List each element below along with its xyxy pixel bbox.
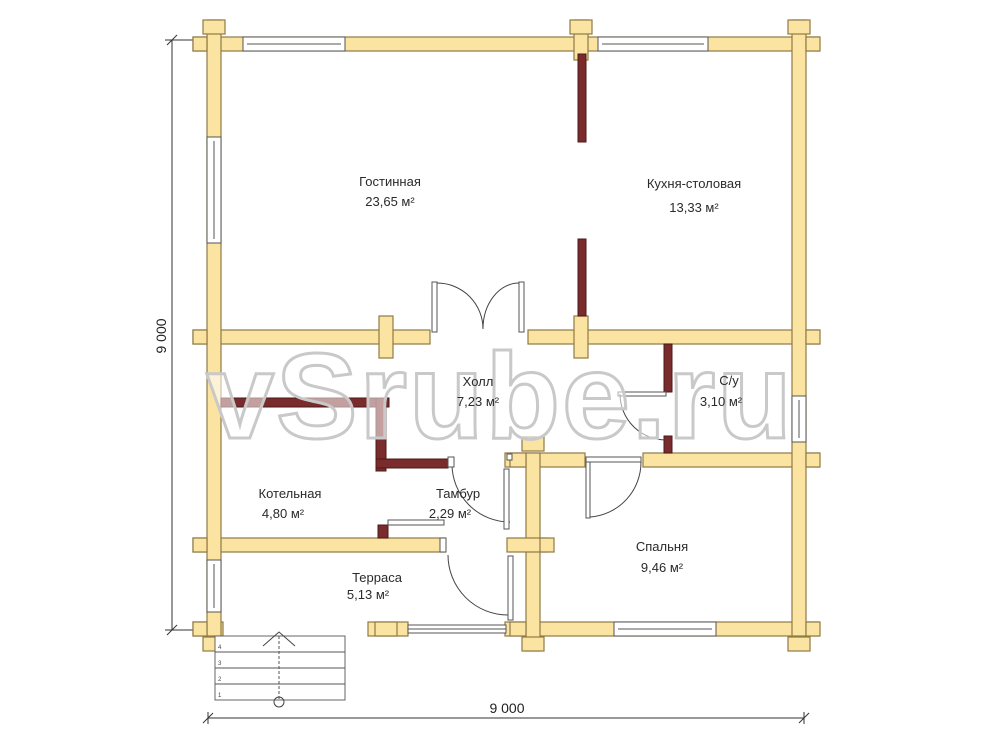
partitions bbox=[220, 53, 673, 539]
room-hall-name: Холл bbox=[463, 374, 494, 389]
doors bbox=[387, 281, 667, 621]
room-kitchen-name: Кухня-столовая bbox=[647, 176, 741, 191]
room-boiler: Котельная 4,80 м² bbox=[259, 486, 322, 521]
width-dimension-label: 9 000 bbox=[489, 700, 524, 716]
room-vestibule-area: 2,29 м² bbox=[429, 506, 472, 521]
room-boiler-name: Котельная bbox=[259, 486, 322, 501]
room-kitchen: Кухня-столовая 13,33 м² bbox=[647, 176, 741, 215]
room-hall-area: 7,23 м² bbox=[457, 394, 500, 409]
room-kitchen-area: 13,33 м² bbox=[669, 200, 719, 215]
room-bathroom: С/у 3,10 м² bbox=[700, 373, 743, 409]
stairs: 1 2 3 4 bbox=[214, 631, 346, 708]
room-bedroom: Спальня 9,46 м² bbox=[636, 539, 688, 575]
height-dimension: 9 000 bbox=[153, 34, 200, 636]
watermark: vSrube.ru bbox=[206, 328, 794, 464]
stair-step-4: 4 bbox=[218, 645, 222, 651]
room-living-name: Гостинная bbox=[359, 174, 421, 189]
room-terrace-area: 5,13 м² bbox=[347, 587, 390, 602]
height-dimension-label: 9 000 bbox=[153, 318, 169, 353]
width-dimension: 9 000 bbox=[202, 700, 810, 724]
stair-step-2: 2 bbox=[218, 677, 222, 683]
room-bedroom-name: Спальня bbox=[636, 539, 688, 554]
stair-step-3: 3 bbox=[218, 661, 222, 667]
room-bathroom-name: С/у bbox=[719, 373, 739, 388]
room-terrace: Терраса 5,13 м² bbox=[347, 570, 403, 602]
room-vestibule-name: Тамбур bbox=[436, 486, 480, 501]
room-hall: Холл 7,23 м² bbox=[457, 374, 500, 409]
room-bedroom-area: 9,46 м² bbox=[641, 560, 684, 575]
room-vestibule: Тамбур 2,29 м² bbox=[429, 486, 480, 521]
room-terrace-name: Терраса bbox=[352, 570, 403, 585]
stair-step-1: 1 bbox=[218, 693, 222, 699]
room-living-area: 23,65 м² bbox=[365, 194, 415, 209]
room-boiler-area: 4,80 м² bbox=[262, 506, 305, 521]
room-bathroom-area: 3,10 м² bbox=[700, 394, 743, 409]
room-living: Гостинная 23,65 м² bbox=[359, 174, 421, 209]
windows bbox=[206, 36, 807, 637]
